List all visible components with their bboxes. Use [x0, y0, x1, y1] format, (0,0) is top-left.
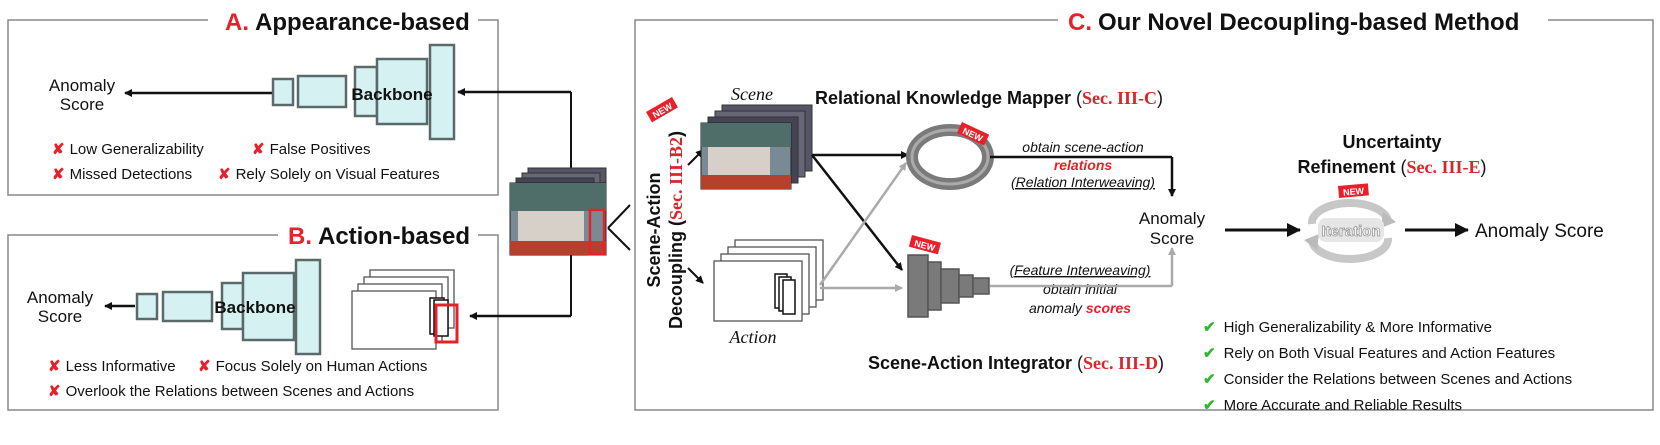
- panel-a-con-4: ✘Rely Solely on Visual Features: [218, 166, 440, 183]
- svg-text:Scene-Action: Scene-Action: [644, 172, 664, 287]
- final-score-label: Anomaly Score: [1475, 221, 1604, 242]
- mid-score-label: Anomaly: [1139, 209, 1206, 228]
- svg-text:NEW: NEW: [1343, 186, 1365, 198]
- split-line-down: [607, 227, 631, 251]
- scene-to-integrator-arrow: [811, 154, 903, 271]
- panel-c-title-bg: [1058, 6, 1548, 36]
- uncertainty-title-1: Uncertainty: [1342, 132, 1441, 152]
- panel-b-backbone-label: Backbone: [214, 298, 295, 317]
- relations-line-2: relations: [1054, 157, 1113, 173]
- panel-c-pro-3: ✔Consider the Relations between Scenes a…: [1203, 371, 1572, 388]
- to-action-arrow: [687, 267, 704, 284]
- panel-b-score-label: Anomaly: [27, 288, 94, 307]
- panel-a-score-label: Anomaly: [49, 76, 116, 95]
- panel-a-backbone-label: Backbone: [351, 85, 432, 104]
- panel-b-con-3: ✘Overlook the Relations between Scenes a…: [48, 383, 414, 400]
- decoupling-label: Scene-Action Decoupling (Sec. III-B2): [644, 131, 686, 329]
- uncertainty-title-2: Refinement (Sec. III-E): [1297, 157, 1486, 177]
- svg-text:Score: Score: [1150, 229, 1194, 248]
- features-line-1: (Feature Interweaving): [1010, 262, 1151, 278]
- scene-frames: [700, 104, 813, 190]
- new-badge-refinement: NEW: [1338, 183, 1369, 198]
- panel-b-human-silhouette: [429, 297, 459, 344]
- svg-text:Score: Score: [60, 95, 104, 114]
- panel-b-backbone-network: [135, 258, 322, 356]
- scene-label: Scene: [731, 84, 773, 104]
- panel-b-con-2: ✘Focus Solely on Human Actions: [198, 358, 427, 375]
- panel-b-title: B.Action-based: [288, 223, 470, 250]
- panel-b-action-frames: [351, 269, 455, 350]
- svg-text:Score: Score: [38, 307, 82, 326]
- integrator-network-icon: [907, 254, 990, 318]
- panel-a-con-1: ✘Low Generalizability: [52, 141, 204, 158]
- iteration-label: Iteration: [1321, 223, 1380, 240]
- action-label: Action: [729, 327, 777, 347]
- panel-c-title: C.Our Novel Decoupling-based Method: [1068, 9, 1519, 36]
- relations-line-3: (Relation Interweaving): [1011, 174, 1155, 190]
- panel-a-backbone-network: [271, 43, 456, 141]
- svg-text:Decoupling (Sec. III-B2): Decoupling (Sec. III-B2): [666, 131, 686, 329]
- panel-c-frame: [634, 19, 1654, 411]
- panel-c-pro-1: ✔High Generalizability & More Informativ…: [1203, 319, 1492, 336]
- panel-b-con-1: ✘Less Informative: [48, 358, 176, 375]
- iteration-cycle-icon: [1304, 199, 1396, 263]
- features-line-2: obtain initial: [1043, 281, 1118, 297]
- input-video-frames: [509, 167, 607, 256]
- panel-a-con-2: ✘False Positives: [252, 141, 370, 158]
- action-frames: [713, 239, 824, 322]
- panel-c-pro-2: ✔Rely on Both Visual Features and Action…: [1203, 345, 1555, 362]
- action-human-silhouette: [774, 273, 796, 315]
- panel-a-title: A.Appearance-based: [225, 9, 470, 36]
- panel-a-con-3: ✘Missed Detections: [52, 166, 192, 183]
- panel-b-title-bg: [278, 220, 478, 250]
- integrator-title: Scene-Action Integrator (Sec. III-D): [868, 353, 1164, 373]
- panel-a-title-bg: [208, 6, 478, 36]
- relations-line-1: obtain scene-action: [1022, 139, 1144, 155]
- split-line-up: [607, 204, 631, 229]
- mapper-title: Relational Knowledge Mapper (Sec. III-C): [815, 88, 1163, 108]
- panel-c-pro-4: ✔More Accurate and Reliable Results: [1203, 397, 1462, 414]
- action-to-mapper-arrow: [818, 162, 908, 286]
